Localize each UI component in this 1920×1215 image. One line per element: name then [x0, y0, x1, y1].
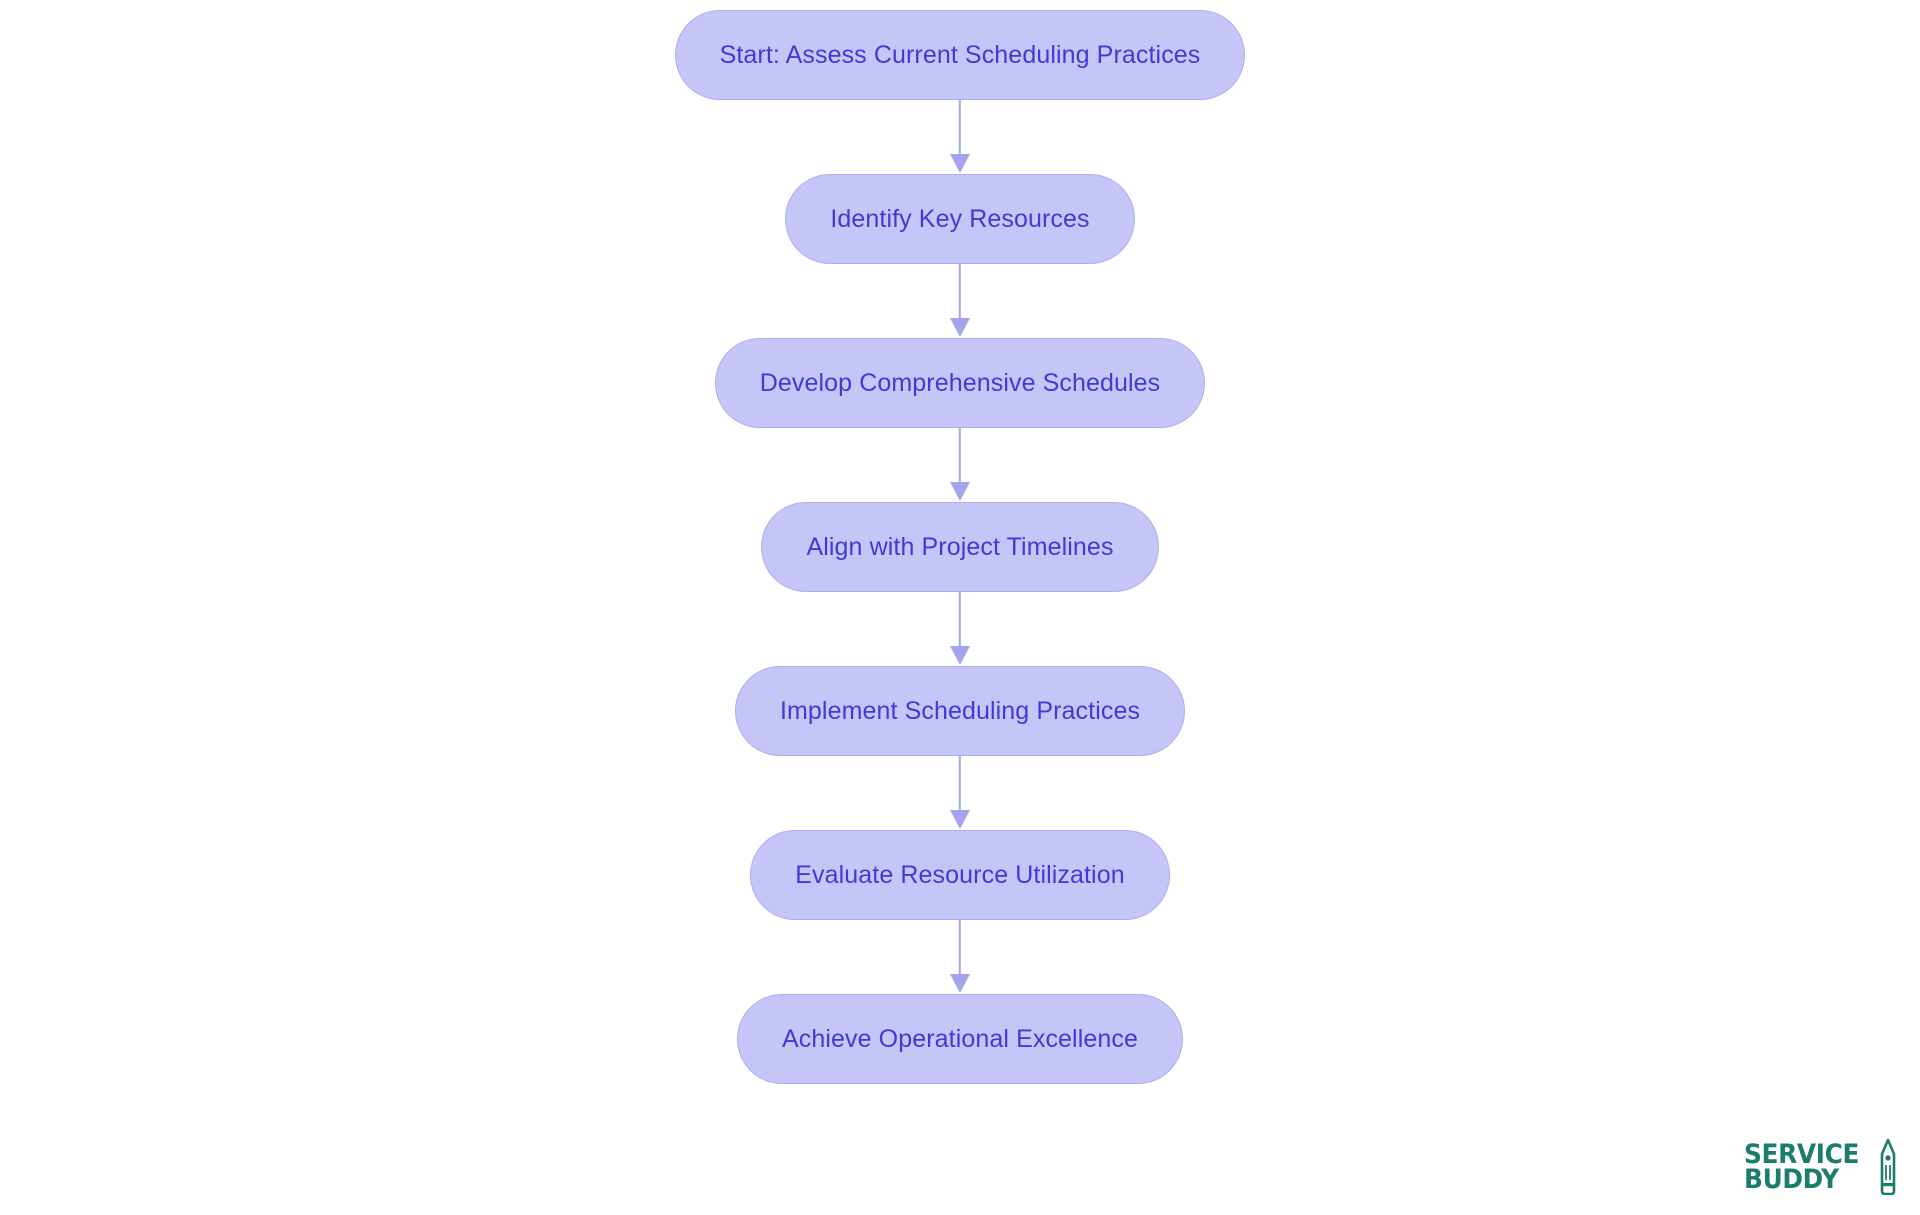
flow-connector-6: [947, 920, 973, 994]
flow-connector-4: [947, 592, 973, 666]
arrow-head-down-icon: [950, 318, 970, 337]
brand-line-2: BUDDY: [1743, 1164, 1839, 1195]
brand-line-1: SERVICE: [1743, 1138, 1859, 1170]
flow-node-evaluate-resource-utilization[interactable]: Evaluate Resource Utilization: [750, 830, 1170, 920]
connector-line: [958, 920, 962, 978]
brand-wordmark: SERVICE BUDDY: [1743, 1138, 1869, 1195]
arrow-head-down-icon: [950, 154, 970, 173]
arrow-head-down-icon: [950, 974, 970, 993]
flow-node-label: Implement Scheduling Practices: [779, 696, 1141, 725]
connector-line: [958, 756, 962, 814]
connector-line: [958, 100, 962, 158]
brand-logo: SERVICE BUDDY: [1744, 1139, 1898, 1195]
flow-connector-5: [947, 756, 973, 830]
connector-line: [958, 428, 962, 486]
arrow-head-down-icon: [950, 646, 970, 665]
flow-node-identify-key-resources[interactable]: Identify Key Resources: [785, 174, 1135, 264]
flow-node-label: Evaluate Resource Utilization: [795, 860, 1125, 889]
flow-node-start-assess-current-scheduling-practices[interactable]: Start: Assess Current Scheduling Practic…: [674, 10, 1246, 100]
flow-node-align-with-project-timelines[interactable]: Align with Project Timelines: [761, 502, 1159, 592]
flow-node-label: Develop Comprehensive Schedules: [759, 368, 1161, 397]
flow-node-implement-scheduling-practices[interactable]: Implement Scheduling Practices: [734, 666, 1186, 756]
flow-node-develop-comprehensive-schedules[interactable]: Develop Comprehensive Schedules: [714, 338, 1206, 428]
arrow-head-down-icon: [950, 482, 970, 501]
flow-connector-1: [947, 100, 973, 174]
flowchart-node-column: Start: Assess Current Scheduling Practic…: [0, 10, 1920, 1084]
connector-line: [958, 592, 962, 650]
flow-connector-3: [947, 428, 973, 502]
flow-node-label: Align with Project Timelines: [806, 532, 1114, 561]
flow-connector-2: [947, 264, 973, 338]
flow-node-label: Achieve Operational Excellence: [782, 1024, 1138, 1053]
flow-node-achieve-operational-excellence[interactable]: Achieve Operational Excellence: [737, 994, 1183, 1084]
connector-line: [958, 264, 962, 322]
arrow-head-down-icon: [950, 810, 970, 829]
pencil-icon: [1880, 1139, 1896, 1195]
flow-node-label: Start: Assess Current Scheduling Practic…: [719, 40, 1201, 69]
flow-node-label: Identify Key Resources: [830, 204, 1090, 233]
